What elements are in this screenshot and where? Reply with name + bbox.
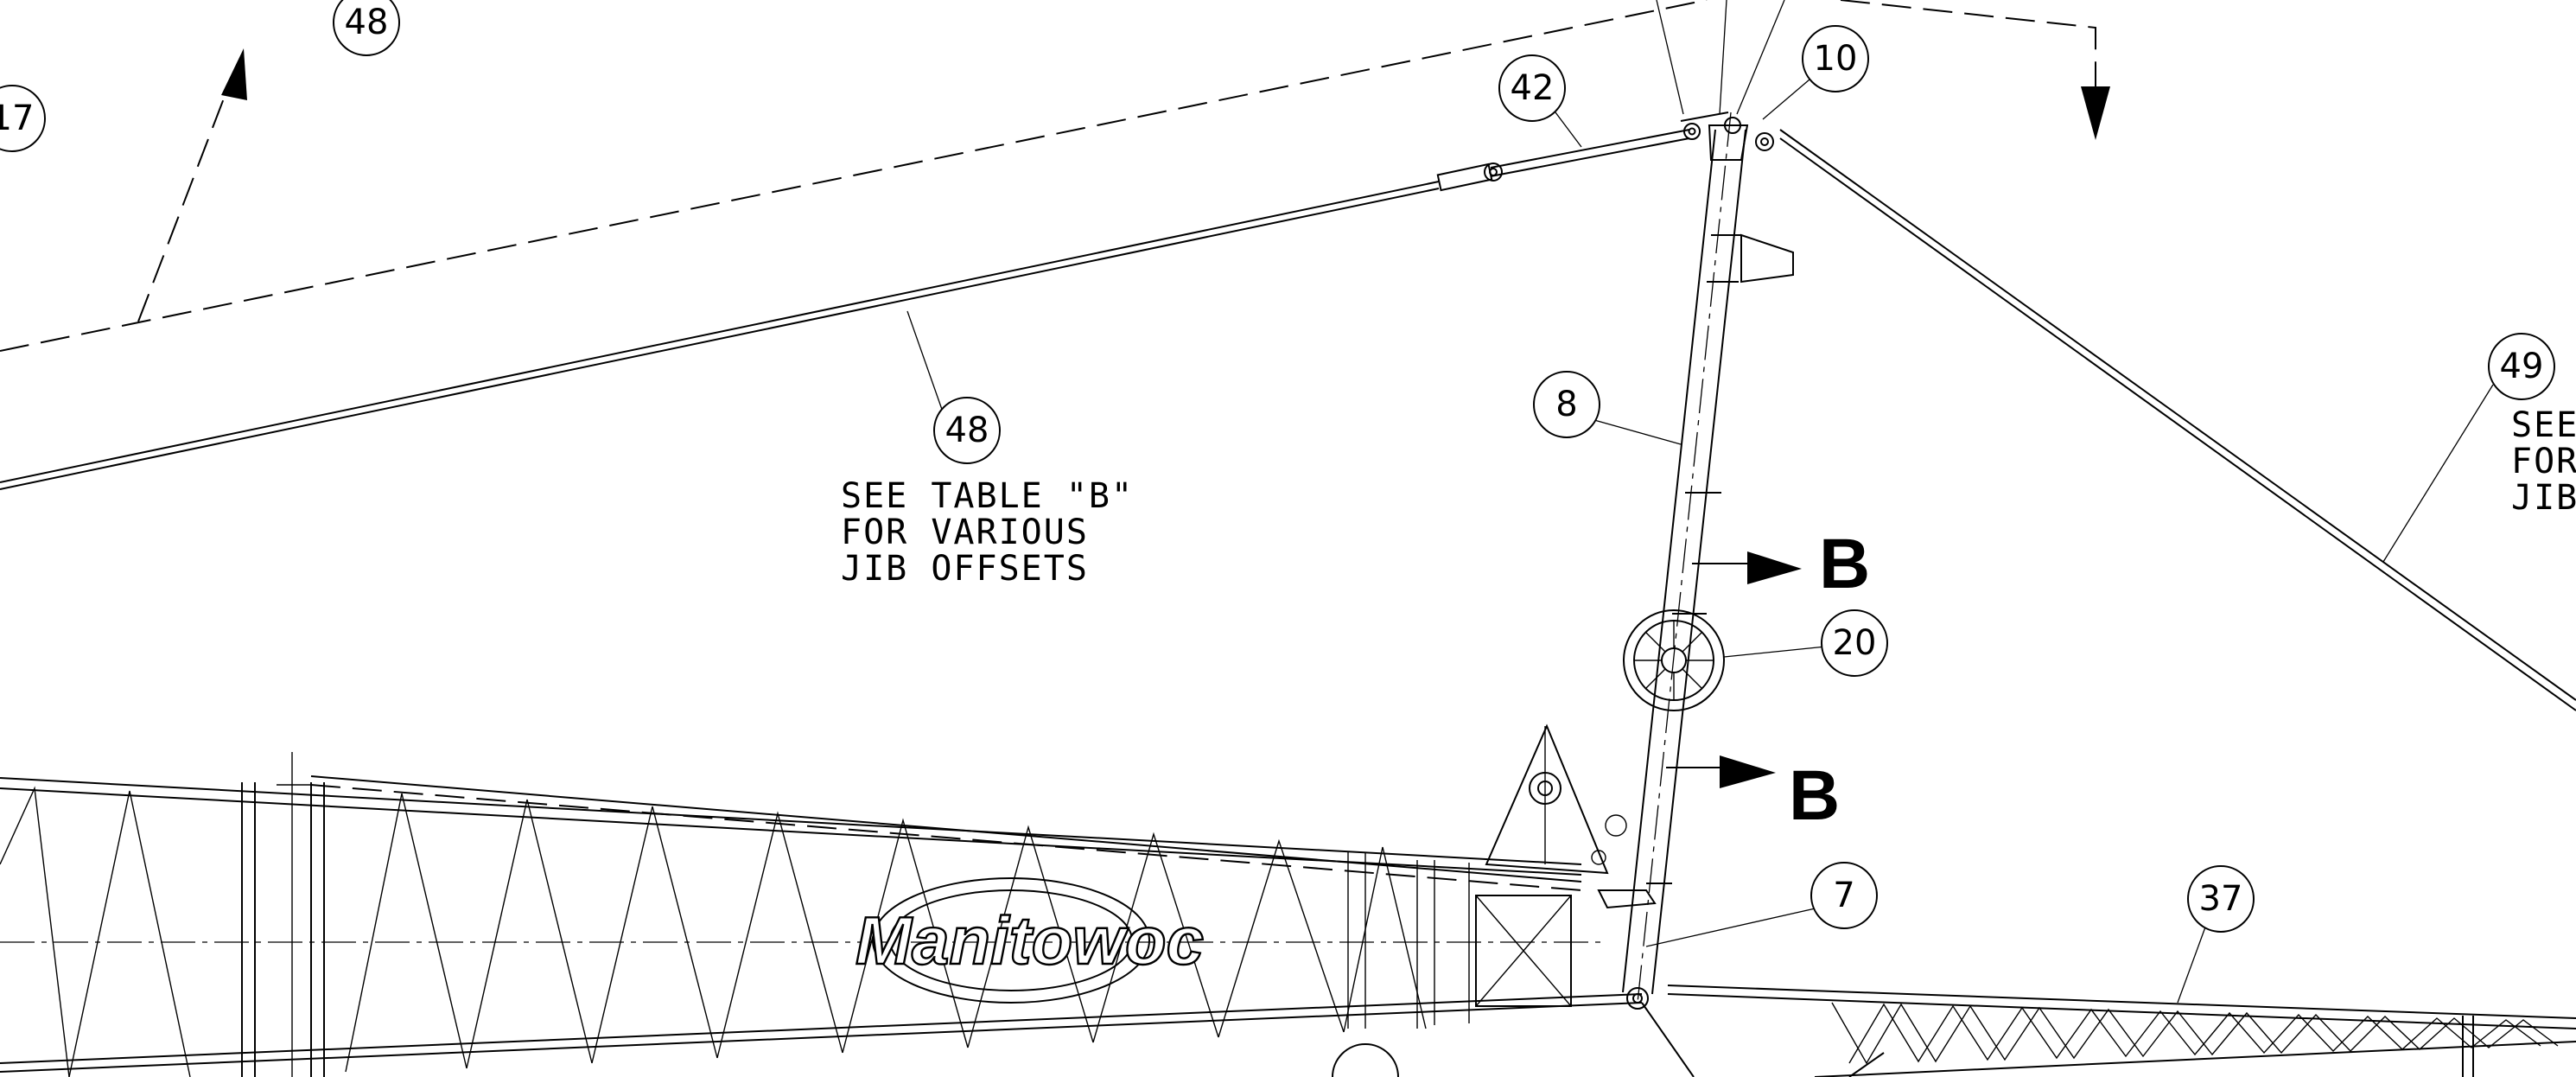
section-label-b-lower: B <box>1789 756 1840 835</box>
section-label-b-upper: B <box>1819 525 1870 603</box>
balloon-10: 10 <box>1802 25 1869 92</box>
pendant-link-42 <box>1436 112 1729 192</box>
balloon-20: 20 <box>1821 609 1888 677</box>
note-right-line-1: SEE <box>2511 405 2576 445</box>
balloon-17: 17 <box>0 85 46 152</box>
section-cut-b <box>1666 551 1802 788</box>
svg-text:49: 49 <box>2500 347 2544 386</box>
balloon-8: 8 <box>1533 371 1600 438</box>
balloon-partial-bottom <box>1332 1043 1399 1077</box>
phantom-outline <box>0 0 2110 352</box>
svg-text:7: 7 <box>1833 876 1854 915</box>
balloon-49: 49 <box>2488 333 2555 400</box>
backstay-cable-49 <box>1755 129 2576 711</box>
note-line-3: JIB OFFSETS <box>841 549 1089 589</box>
svg-text:Manitowoc: Manitowoc <box>855 902 1204 978</box>
jib-strut-8 <box>1622 112 1794 1004</box>
note-table-b: SEE TABLE "B" FOR VARIOUS JIB OFFSETS <box>841 476 1134 589</box>
leader-lines <box>906 0 2494 1004</box>
svg-text:10: 10 <box>1814 39 1858 79</box>
note-right-cut: SEE FOR JIB <box>2511 405 2576 518</box>
note-right-line-3: JIB <box>2511 478 2576 518</box>
svg-text:17: 17 <box>0 99 34 138</box>
svg-text:42: 42 <box>1511 68 1555 108</box>
note-line-2: FOR VARIOUS <box>841 513 1089 552</box>
svg-text:48: 48 <box>345 3 389 42</box>
balloon-37: 37 <box>2187 865 2255 933</box>
note-line-1: SEE TABLE "B" <box>841 476 1134 516</box>
pendant-cable-48 <box>0 181 1440 490</box>
balloon-7: 7 <box>1810 862 1878 929</box>
svg-text:8: 8 <box>1555 385 1577 424</box>
sheave-20 <box>1623 609 1725 711</box>
boom-lattice-section <box>0 723 1657 1077</box>
svg-text:37: 37 <box>2199 879 2243 919</box>
balloon-42: 42 <box>1498 54 1566 122</box>
svg-text:20: 20 <box>1833 623 1877 663</box>
jib-lattice-37 <box>1641 985 2576 1077</box>
svg-text:48: 48 <box>945 411 989 450</box>
note-right-line-2: FOR <box>2511 442 2576 481</box>
balloon-48-top: 48 <box>333 0 400 56</box>
balloon-48-mid: 48 <box>933 397 1001 464</box>
manitowoc-logo: Manitowoc <box>855 877 1205 1004</box>
